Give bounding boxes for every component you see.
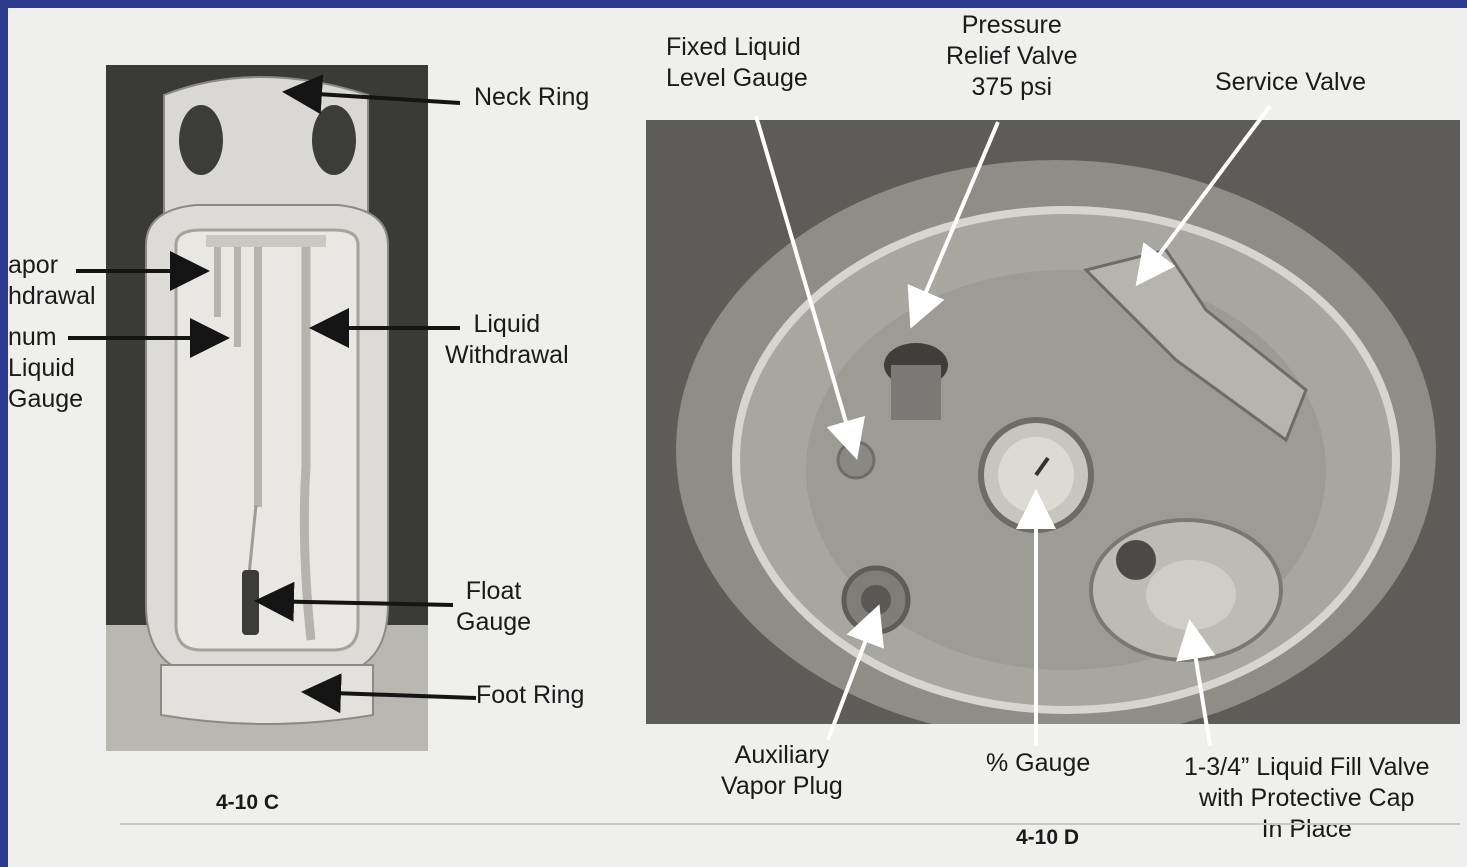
label-fixed-liquid-level-gauge: Fixed Liquid Level Gauge — [666, 32, 808, 94]
book-page: Neck Ring apor hdrawal num Liquid Gauge … — [8, 8, 1467, 867]
label-pressure-relief-valve: Pressure Relief Valve 375 psi — [946, 10, 1078, 103]
label-service-valve: Service Valve — [1215, 67, 1366, 98]
arrow-relief-valve — [912, 122, 998, 325]
caption-4-10-c: 4-10 C — [216, 791, 279, 815]
caption-4-10-d: 4-10 D — [1016, 826, 1079, 850]
label-neck-ring: Neck Ring — [474, 82, 589, 113]
arrow-fill-valve — [1190, 623, 1210, 746]
arrow-float-gauge — [258, 601, 453, 605]
label-max-liquid-gauge: num Liquid Gauge — [8, 322, 83, 415]
leader-arrows — [8, 8, 1467, 867]
arrow-service-valve — [1138, 106, 1270, 283]
label-liquid-withdrawal: Liquid Withdrawal — [445, 309, 569, 371]
label-foot-ring: Foot Ring — [476, 680, 584, 711]
label-vapor-withdrawal: apor hdrawal — [8, 250, 96, 312]
arrow-foot-ring — [305, 692, 476, 698]
arrow-fixed-liquid-level — [756, 116, 856, 456]
label-liquid-fill-valve: 1-3/4” Liquid Fill Valve with Protective… — [1184, 752, 1429, 845]
arrow-neck-ring — [286, 92, 460, 103]
page-rule — [120, 823, 1460, 825]
label-percent-gauge: % Gauge — [986, 748, 1090, 779]
arrow-aux-vapor-plug — [828, 608, 878, 740]
label-auxiliary-vapor-plug: Auxiliary Vapor Plug — [721, 740, 843, 802]
label-float-gauge: Float Gauge — [456, 576, 531, 638]
